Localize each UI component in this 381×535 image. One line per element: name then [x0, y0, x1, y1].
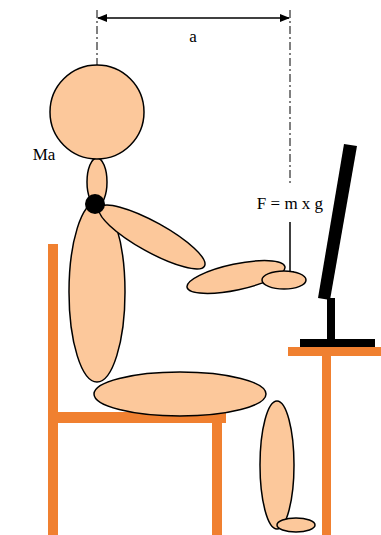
dimension-label: a — [189, 28, 197, 47]
table — [288, 347, 381, 535]
moment-label: Ma — [33, 146, 56, 165]
monitor — [300, 144, 375, 347]
figure — [50, 65, 315, 532]
shoulder-joint — [85, 194, 105, 214]
force-label: F = m x g — [257, 195, 323, 214]
